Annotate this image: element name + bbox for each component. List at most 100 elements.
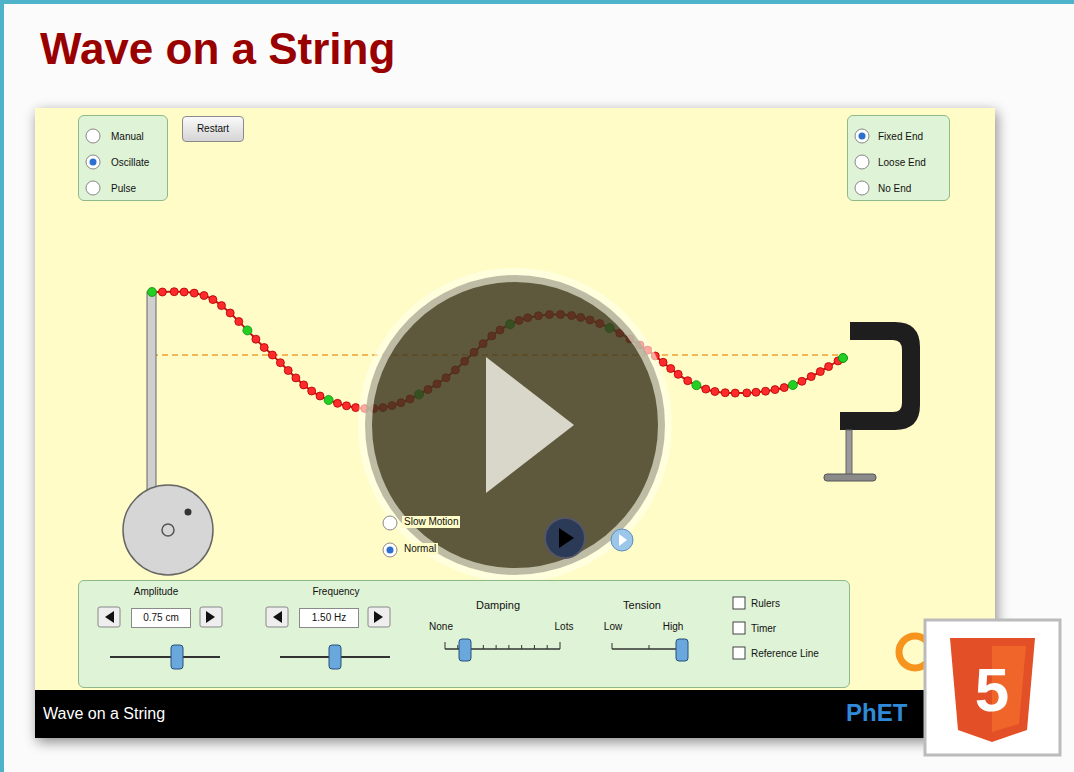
html5-badge xyxy=(925,620,1060,755)
string-bead xyxy=(667,365,675,373)
string-bead xyxy=(743,389,751,397)
marker-bead xyxy=(324,396,333,405)
value-box: 0.75 cm xyxy=(131,608,191,628)
control-label: Manual xyxy=(111,131,144,143)
control-label: Reference Line xyxy=(751,648,819,660)
control-label: High xyxy=(663,621,684,633)
button-label: Restart xyxy=(197,123,229,135)
string-bead xyxy=(226,309,234,317)
string-bead xyxy=(352,404,360,412)
play-button xyxy=(545,518,585,558)
slider-tick xyxy=(560,642,561,649)
html5-shield xyxy=(950,638,1035,742)
video-play-triangle xyxy=(486,357,574,493)
control-label: Oscillate xyxy=(111,157,149,169)
slider-thumb xyxy=(171,645,183,669)
radio-button xyxy=(86,129,100,143)
slider-tick xyxy=(612,643,613,649)
marker-bead xyxy=(788,381,797,390)
arrow-left xyxy=(273,611,282,623)
control-label: No End xyxy=(878,183,911,195)
control-label: Lots xyxy=(555,621,574,633)
radio-button xyxy=(86,155,100,169)
step-icon xyxy=(619,534,627,546)
string-bead xyxy=(816,368,824,376)
control-label: Rulers xyxy=(751,598,780,610)
radio-button xyxy=(855,155,869,169)
control-label: Low xyxy=(604,621,622,633)
wheel-pin xyxy=(185,509,192,516)
slider-thumb xyxy=(329,645,341,669)
slider-tick xyxy=(521,645,522,649)
radio-label: Slow Motion xyxy=(402,516,460,528)
slider-track xyxy=(110,656,220,658)
arrow-button xyxy=(200,607,222,627)
radio-button xyxy=(855,129,869,143)
checkbox xyxy=(733,622,745,634)
button-label: 0.75 cm xyxy=(143,612,179,624)
radio-button xyxy=(383,516,397,530)
string-bead xyxy=(276,359,284,367)
clamp-body xyxy=(840,322,920,430)
slider-tick xyxy=(457,645,458,649)
string-bead xyxy=(170,288,178,296)
string-bead xyxy=(190,289,198,297)
control-label: None xyxy=(429,621,453,633)
checkboxes xyxy=(733,597,745,659)
arrow-button xyxy=(98,607,120,627)
string-bead xyxy=(798,377,806,385)
string-bead xyxy=(825,363,833,371)
string-bead xyxy=(711,388,719,396)
control-label: Fixed End xyxy=(878,131,923,143)
string-bead xyxy=(308,387,316,395)
slider-thumb xyxy=(676,639,688,661)
clamp-handle xyxy=(824,474,876,481)
step-button xyxy=(611,529,633,551)
slider-tick xyxy=(547,645,548,649)
string-bead xyxy=(334,399,342,407)
radio-selected xyxy=(387,547,394,554)
wheel-hub xyxy=(162,524,174,536)
string-bead xyxy=(702,385,710,393)
slider-thumb xyxy=(459,639,471,661)
slider-tick xyxy=(445,642,446,649)
play-icon xyxy=(559,528,574,548)
arrow-right xyxy=(374,611,383,623)
marker-bead xyxy=(148,288,157,297)
sim-name: Wave on a String xyxy=(43,705,165,723)
string-bead xyxy=(762,387,770,395)
arrow-left xyxy=(105,611,114,623)
html5-five: 5 xyxy=(975,659,1009,721)
string-bead xyxy=(731,389,739,397)
string-bead xyxy=(268,351,276,359)
marker-bead xyxy=(692,381,701,390)
string-bead xyxy=(807,373,815,381)
string-bead xyxy=(343,402,351,410)
string-bead xyxy=(300,381,308,389)
arrow-button xyxy=(266,607,288,627)
string-bead xyxy=(316,392,324,400)
arrow-right xyxy=(206,611,215,623)
marker-bead xyxy=(243,326,252,335)
radio-selected xyxy=(90,159,97,166)
control-label: Pulse xyxy=(111,183,136,195)
page-title: Wave on a String xyxy=(40,24,395,74)
string-bead xyxy=(659,358,667,366)
arrow-button xyxy=(368,607,390,627)
string-bead xyxy=(684,377,692,385)
radio-label: Normal xyxy=(402,543,438,555)
slider-tick xyxy=(649,645,650,649)
string-bead xyxy=(752,388,760,396)
string-bead xyxy=(209,296,217,304)
restart-button: Restart xyxy=(182,116,244,142)
string-bead xyxy=(284,367,292,375)
oscillator-wheel xyxy=(123,485,213,575)
control-label: Frequency xyxy=(312,586,359,598)
string-bead xyxy=(252,335,260,343)
string-bead xyxy=(674,370,682,378)
radio-button xyxy=(855,181,869,195)
video-play-overlay xyxy=(365,275,665,575)
string-bead xyxy=(771,386,779,394)
string-bead xyxy=(218,302,226,310)
phet-logo: PhET xyxy=(846,699,907,728)
